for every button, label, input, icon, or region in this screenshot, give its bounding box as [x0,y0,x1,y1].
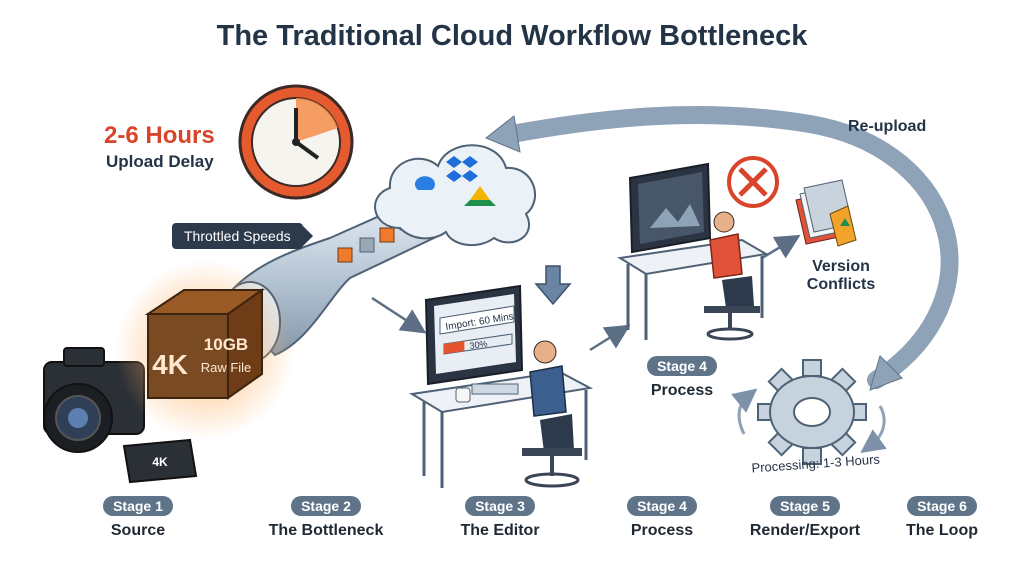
arrow-to-process [589,324,631,352]
arrow-to-editor [371,296,427,334]
version-conflicts-label: Version Conflicts [806,258,876,293]
stage-badge: Stage 2 [291,496,361,516]
import-progress-percent: 30% [469,339,488,351]
stage-1: Stage 1 Source [63,496,213,540]
camera-icon [43,347,145,453]
stage-6: Stage 6 The Loop [867,496,1017,540]
editor-workstation [409,284,594,488]
stage-name: Source [110,522,166,539]
sd-card-label: 4K [152,455,168,469]
stage-5: Stage 5 Render/Export [730,496,880,540]
stage-name: Process [630,522,694,539]
process-workstation [617,162,769,341]
stage-name: The Bottleneck [268,522,384,539]
stage-badge: Stage 4 [627,496,697,516]
document-stack-icon [795,179,857,247]
raw-file-cube: 4K 10GB Raw File [115,260,295,440]
reupload-label: Re-upload [848,118,927,135]
cloud-storage-icon [374,144,536,247]
mid-stage-label: Stage 4 Process [622,356,742,400]
stage-badge: Stage 3 [465,496,535,516]
stage-name: Render/Export [749,522,861,539]
reupload-arrowhead [485,115,521,153]
page-title: The Traditional Cloud Workflow Bottlenec… [216,20,808,52]
processing-time-label: Processing: 1-3 Hours [751,452,881,476]
file-size: 10GB [204,335,248,354]
reupload-arc [503,106,959,389]
clock-icon [238,84,354,200]
arrow-to-conflicts [761,234,801,260]
stage-3: Stage 3 The Editor [425,496,575,540]
sd-card-icon: 4K [122,438,198,484]
cycle-arrow-right [860,405,887,453]
gear-icon [757,359,867,465]
loop-arrowhead [869,355,903,391]
error-x-icon [727,156,779,208]
cycle-arrow-left [731,388,758,435]
upload-delay-label: Upload Delay [106,152,214,171]
download-arrow-icon [534,265,572,306]
import-dialog: Import: 60 Mins 30% [439,305,515,355]
stage-badge: Stage 5 [770,496,840,516]
stage-badge: Stage 6 [907,496,977,516]
stage-4: Stage 4 Process [587,496,737,540]
upload-delay-hours: 2-6 Hours [104,122,215,149]
mid-stage-name: Process [650,382,714,399]
import-progress-fill [444,341,465,354]
stage-2: Stage 2 The Bottleneck [251,496,401,540]
stage-name: The Editor [460,522,540,539]
mid-stage-badge: Stage 4 [647,356,717,376]
throttled-speeds-tag: Throttled Speeds [172,223,313,249]
file-kind: Raw File [201,360,252,375]
file-resolution: 4K [152,349,188,380]
stage-badge: Stage 1 [103,496,173,516]
stage-name: The Loop [906,522,978,539]
